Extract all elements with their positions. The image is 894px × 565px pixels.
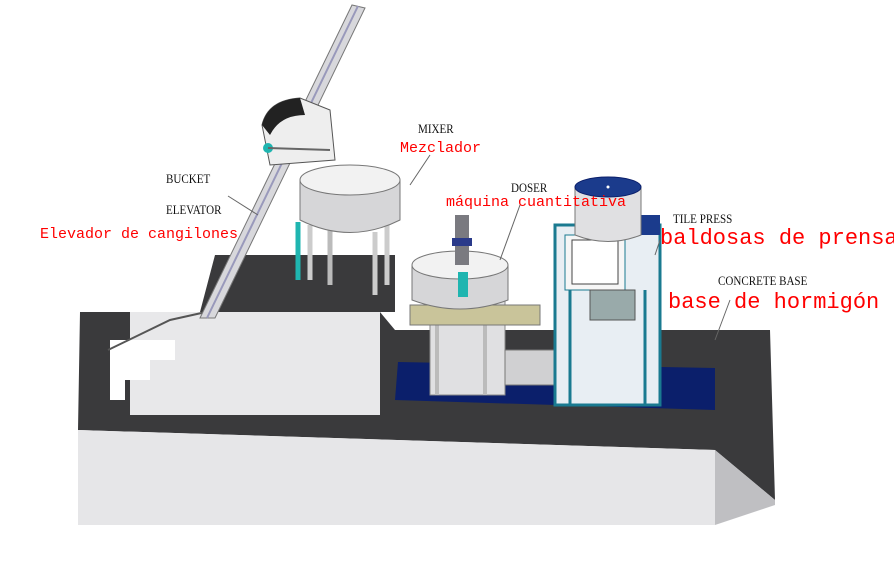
mixer-label: MIXER xyxy=(418,121,454,136)
bucket-elevator xyxy=(199,4,366,319)
mixer-label-es: Mezclador xyxy=(400,140,482,157)
bucket-label: BUCKET xyxy=(166,171,211,186)
tile-press xyxy=(553,176,662,407)
tile-press-label: TILE PRESS xyxy=(673,211,733,226)
tile-press-label-es: baldosas de prensa xyxy=(660,226,894,251)
leader-lines xyxy=(227,154,731,341)
raised-platform xyxy=(107,255,395,415)
doser-label: DOSER xyxy=(511,180,548,195)
doser-label-es: máquina cuantitativa xyxy=(446,194,627,211)
concrete-base-label-es: base de hormigón xyxy=(668,290,880,315)
concrete-base-label: CONCRETE BASE xyxy=(718,273,808,288)
mixer xyxy=(295,164,401,295)
elevator-label-es: Elevador de cangilones xyxy=(40,226,239,243)
elevator-label: ELEVATOR xyxy=(166,202,222,217)
doser xyxy=(409,215,566,396)
